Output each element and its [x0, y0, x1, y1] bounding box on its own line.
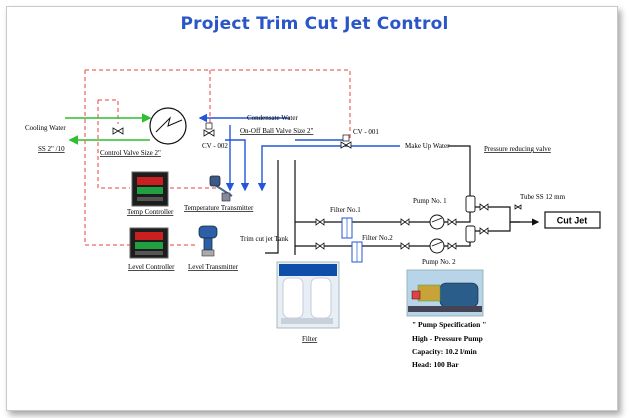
- cooling-water-lines: [65, 113, 152, 145]
- tank-label: Trim cut jet Tank: [240, 235, 289, 243]
- filter2-label: Filter No.2: [362, 234, 393, 242]
- process-lines: [265, 145, 540, 255]
- heat-exchanger-icon: [149, 107, 187, 145]
- signal-lines: [84, 69, 351, 246]
- cooling-water-label: Cooling Water: [25, 124, 66, 132]
- valve-icon: [112, 122, 522, 250]
- on-off-ball-valve-label: On-Off Ball Valve Size 2": [240, 127, 314, 135]
- level-transmitter-icon: [198, 225, 218, 257]
- pump-spec-capacity: Capacity: 10.2 l/min: [412, 347, 478, 356]
- pump-photo: [406, 269, 484, 317]
- pump2-label: Pump No. 2: [422, 258, 456, 266]
- cut-jet-label: Cut Jet: [557, 216, 588, 226]
- cut-jet-box: Cut Jet: [544, 211, 601, 229]
- ss-pipe-label: SS 2" /10: [38, 145, 65, 153]
- cv001-label: CV - 001: [353, 128, 379, 136]
- pump-icon: [429, 214, 445, 254]
- filter-photo: [276, 261, 340, 329]
- temp-controller-label: Temp Controller: [127, 208, 174, 216]
- pump-spec-type: High - Pressure Pump: [412, 334, 483, 343]
- level-transmitter-label: Level Transmitter: [188, 263, 239, 271]
- cv002-label: CV - 002: [202, 142, 228, 150]
- filter1-label: Filter No.1: [330, 206, 361, 214]
- pressure-reducing-valve-label: Pressure reducing valve: [484, 145, 551, 153]
- pump-spec-head: Head: 100 Bar: [412, 360, 459, 369]
- pressure-reducing-valve-icon: [465, 195, 476, 243]
- tube-label: Tube SS 12 mm: [520, 193, 566, 201]
- filter-icon: [341, 217, 363, 263]
- make-up-water-label: Make Up Water: [405, 142, 450, 150]
- level-controller-icon: [129, 227, 169, 259]
- temp-controller-icon: [131, 171, 169, 207]
- temp-transmitter-label: Temperature Transmitter: [184, 204, 254, 212]
- pump1-label: Pump No. 1: [413, 197, 447, 205]
- condensate-water-label: Condensate Water: [247, 114, 298, 122]
- pump-spec-heading: " Pump Specification ": [412, 320, 486, 329]
- level-controller-label: Level Controller: [128, 263, 175, 271]
- water-lines: [198, 113, 400, 192]
- control-valve-label: Control Valve Size 2": [100, 149, 161, 157]
- temperature-transmitter-icon: [209, 175, 233, 202]
- diagram-title: Project Trim Cut Jet Control: [180, 14, 449, 34]
- filter-caption: Filter: [302, 335, 318, 343]
